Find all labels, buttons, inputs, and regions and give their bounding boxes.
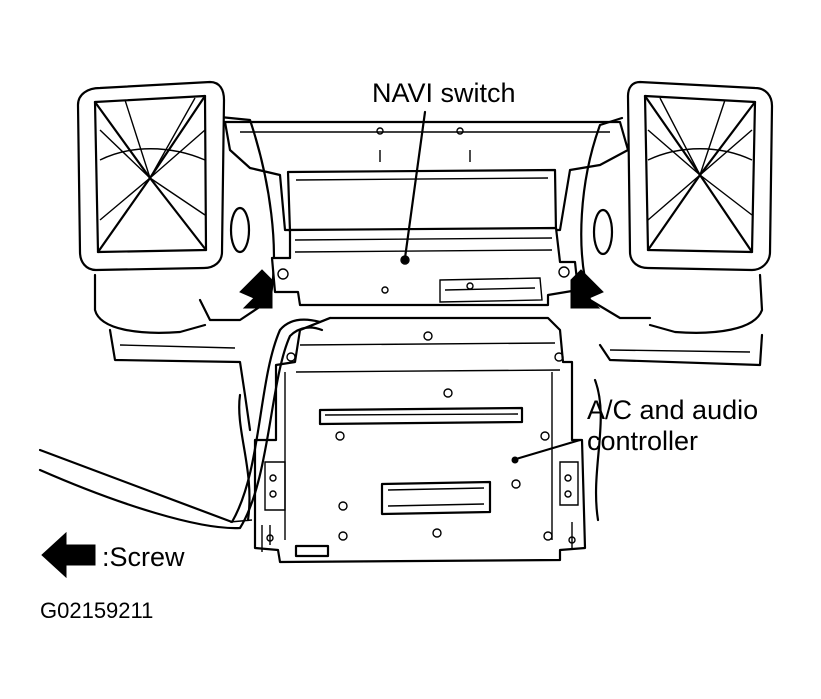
wire-harness [38, 318, 324, 530]
ac-audio-leader-line [514, 438, 582, 461]
screw-arrow-right-icon [570, 269, 604, 309]
right-air-vent [580, 80, 774, 334]
navi-switch-leader-line [403, 110, 427, 260]
display-opening [286, 168, 558, 234]
screw-arrow-left-icon [239, 269, 273, 309]
dash-panel [108, 120, 764, 522]
navi-switch-unit [270, 226, 580, 307]
navi-switch-leader-dot [401, 256, 409, 264]
navi-switch-label: NAVI switch [372, 78, 516, 108]
ac-audio-leader-dot [511, 456, 519, 464]
ac-audio-label-line1: A/C and audio [587, 395, 758, 425]
ac-audio-controller-unit [253, 316, 587, 564]
screw-legend-label: :Screw [102, 542, 185, 572]
left-air-vent [76, 80, 276, 334]
figure-code: G02159211 [40, 598, 153, 623]
screw-legend-arrow-icon [41, 531, 96, 579]
ac-audio-label-line2: controller [587, 426, 698, 456]
